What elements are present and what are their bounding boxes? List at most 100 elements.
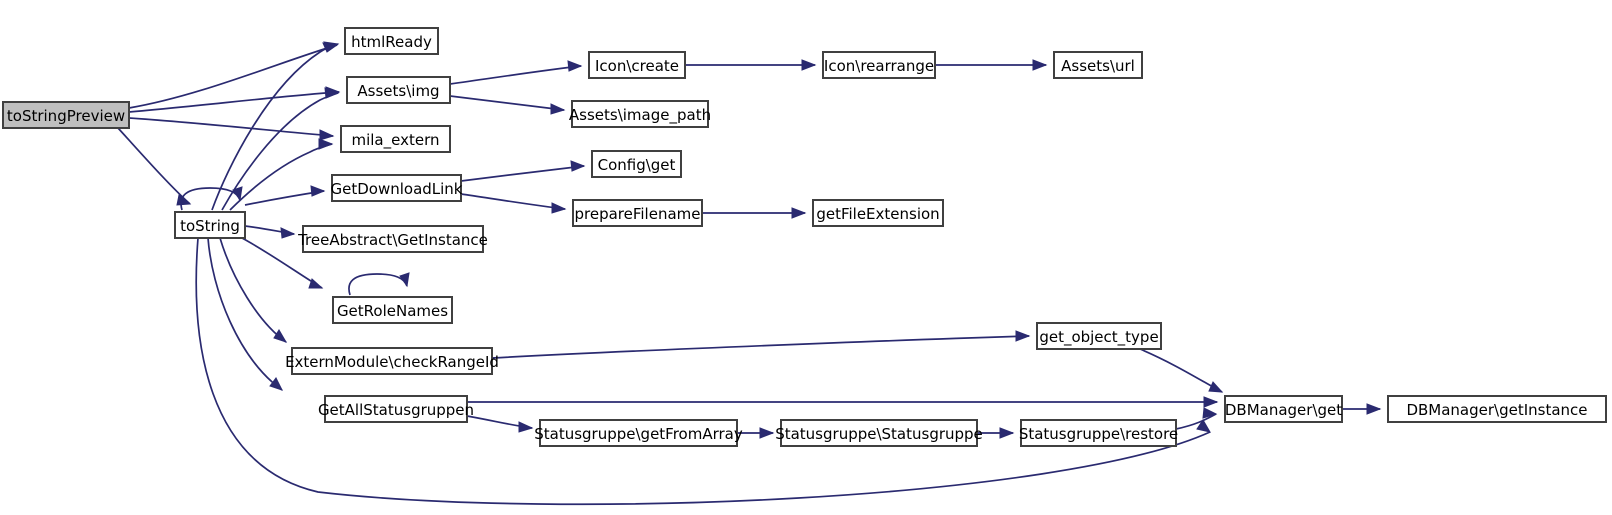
node-DBManagerGetInstance[interactable]: DBManager\getInstance	[1387, 395, 1607, 423]
edge-line	[449, 65, 582, 85]
node-label: mila_extern	[351, 131, 439, 150]
node-ConfigGet[interactable]: Config\get	[591, 150, 682, 178]
edge-GetAllStatusgruppen-to-DBManagerGet	[467, 396, 1219, 408]
node-box[interactable]	[332, 296, 453, 324]
node-StatusgruppeRestore[interactable]: Statusgruppe\restore	[1019, 419, 1178, 447]
node-box[interactable]	[344, 27, 439, 55]
node-AssetsImagePath[interactable]: Assets\image_path	[569, 100, 711, 128]
node-box[interactable]	[812, 199, 944, 227]
edge-toString-to-GetDownloadLink	[244, 185, 326, 206]
edge-line	[128, 117, 334, 137]
node-getObjectType[interactable]: get_object_type	[1036, 322, 1162, 350]
node-htmlReady[interactable]: htmlReady	[344, 27, 439, 55]
edge-toString-to-ExternModuleCheckRangeId	[219, 237, 288, 343]
node-box[interactable]	[174, 211, 246, 239]
node-IconRearrange[interactable]: Icon\rearrange	[822, 51, 936, 79]
node-toString[interactable]: toString	[174, 211, 246, 239]
edge-GetDownloadLink-to-ConfigGet	[460, 160, 586, 182]
arrowhead-icon	[1366, 403, 1382, 415]
node-box[interactable]	[571, 100, 709, 128]
arrowhead-icon	[1015, 330, 1031, 342]
node-getFileExtension[interactable]: getFileExtension	[812, 199, 944, 227]
node-milaExtern[interactable]: mila_extern	[340, 125, 451, 153]
node-box[interactable]	[822, 51, 936, 79]
node-label: Statusgruppe\Statusgruppe	[775, 425, 983, 443]
node-label: toStringPreview	[7, 107, 125, 125]
arrowhead-icon	[324, 87, 340, 99]
node-box[interactable]	[539, 419, 738, 447]
edge-GetAllStatusgruppen-to-StatusgruppeGetFromArray	[466, 415, 534, 433]
node-IconCreate[interactable]: Icon\create	[588, 51, 686, 79]
edge-line	[348, 273, 408, 296]
edge-toStringPreview-to-toString	[117, 127, 192, 206]
node-label: Icon\create	[595, 57, 679, 75]
node-label: GetAllStatusgruppen	[318, 401, 474, 419]
node-label: htmlReady	[351, 33, 432, 51]
node-box[interactable]	[291, 347, 493, 375]
edge-toStringPreview-to-milaExtern	[128, 117, 335, 141]
edge-toString-to-TreeAbstractGetInstance	[244, 225, 296, 239]
arrowhead-icon	[551, 202, 567, 214]
node-DBManagerGet[interactable]: DBManager\get	[1224, 395, 1343, 423]
arrowhead-icon	[319, 129, 335, 141]
node-box[interactable]	[780, 419, 978, 447]
arrowhead-icon	[399, 272, 410, 288]
node-ExternModuleCheckRangeId[interactable]: ExternModule\checkRangeId	[285, 347, 499, 375]
node-StatusgruppeGetFromArray[interactable]: Statusgruppe\getFromArray	[534, 419, 743, 447]
arrowhead-icon	[323, 41, 340, 52]
node-box[interactable]	[588, 51, 686, 79]
node-AssetsImg[interactable]: Assets\img	[346, 76, 451, 104]
node-box[interactable]	[324, 395, 468, 423]
node-box[interactable]	[2, 101, 130, 129]
edge-line	[207, 237, 283, 391]
edge-line	[460, 193, 566, 210]
arrowhead-icon	[791, 207, 807, 219]
node-label: TreeAbstract\GetInstance	[297, 231, 488, 249]
edges-layer	[117, 41, 1382, 506]
arrowhead-icon	[1202, 407, 1218, 419]
edge-line	[219, 237, 287, 343]
node-GetAllStatusgruppen[interactable]: GetAllStatusgruppen	[318, 395, 474, 423]
node-box[interactable]	[302, 225, 484, 253]
node-box[interactable]	[1387, 395, 1607, 423]
node-label: Config\get	[598, 156, 676, 174]
edge-line	[195, 237, 1211, 506]
node-label: prepareFilename	[574, 205, 700, 223]
edge-line	[180, 187, 241, 211]
edge-prepareFilename-to-getFileExtension	[702, 207, 807, 219]
node-GetRoleNames[interactable]: GetRoleNames	[332, 296, 453, 324]
node-box[interactable]	[331, 174, 462, 202]
edge-line	[128, 91, 340, 113]
arrowhead-icon	[318, 138, 334, 150]
node-TreeAbstractGetInstance[interactable]: TreeAbstract\GetInstance	[297, 225, 488, 253]
node-AssetsUrl[interactable]: Assets\url	[1053, 51, 1143, 79]
node-box[interactable]	[1020, 419, 1177, 447]
edge-StatusgruppeStatusgruppe-to-StatusgruppeRestore	[977, 427, 1015, 439]
node-label: DBManager\getInstance	[1406, 401, 1587, 419]
node-prepareFilename[interactable]: prepareFilename	[572, 199, 703, 227]
node-box[interactable]	[1036, 322, 1162, 350]
node-box[interactable]	[346, 76, 451, 104]
node-box[interactable]	[340, 125, 451, 153]
edge-GetDownloadLink-to-prepareFilename	[460, 193, 567, 214]
node-label: Assets\img	[357, 82, 439, 100]
edge-StatusgruppeGetFromArray-to-StatusgruppeStatusgruppe	[737, 427, 775, 439]
edge-toString-to-htmlReady	[211, 41, 340, 211]
edge-line	[449, 95, 565, 111]
node-box[interactable]	[1053, 51, 1143, 79]
node-GetDownloadLink[interactable]: GetDownloadLink	[330, 174, 463, 202]
node-box[interactable]	[591, 150, 682, 178]
edge-toString-to-AssetsImg	[221, 87, 340, 211]
edge-line	[491, 335, 1030, 359]
edge-getObjectType-to-DBManagerGet	[1139, 348, 1224, 393]
node-toStringPreview[interactable]: toStringPreview	[2, 101, 130, 129]
node-StatusgruppeStatusgruppe[interactable]: Statusgruppe\Statusgruppe	[775, 419, 983, 447]
edge-GetRoleNames-to-GetRoleNames	[348, 272, 410, 296]
edge-AssetsImg-to-IconCreate	[449, 60, 583, 85]
node-box[interactable]	[572, 199, 703, 227]
node-label: Icon\rearrange	[824, 57, 934, 75]
node-box[interactable]	[1224, 395, 1343, 423]
arrowhead-icon	[570, 160, 586, 172]
